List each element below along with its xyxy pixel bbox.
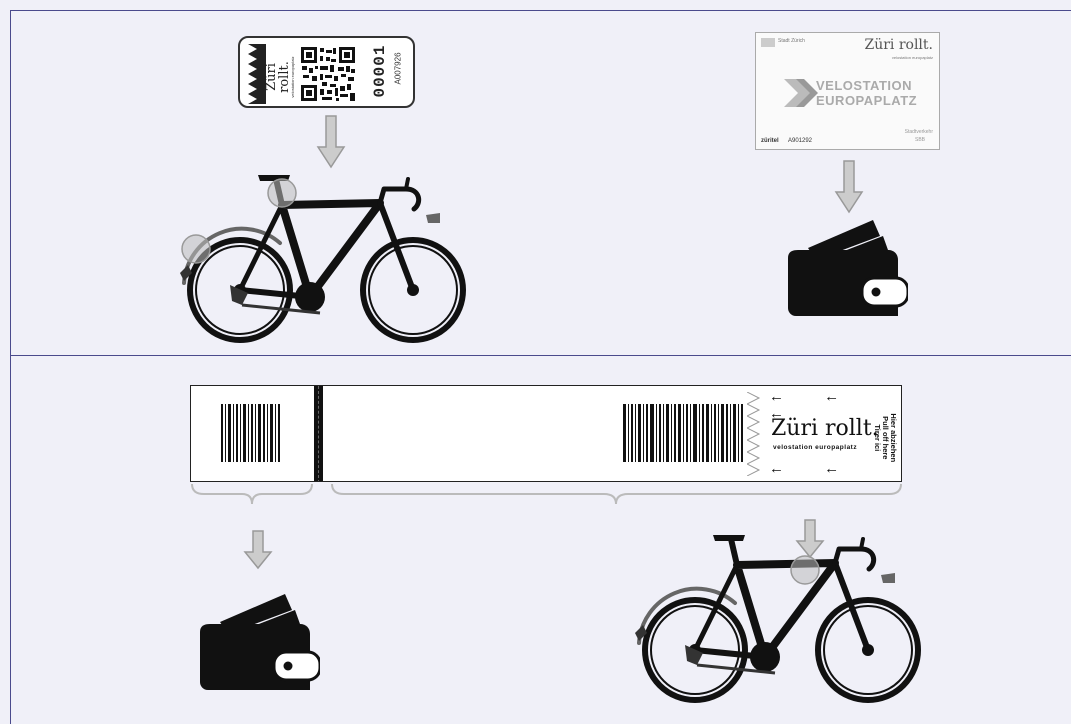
card-footer-brand: züritel (761, 138, 779, 144)
ticket-instructions: Hier abziehen Pull off here Tirer ici (867, 390, 901, 478)
qr-tag-number: 00001 (371, 41, 389, 101)
down-arrow-icon (834, 160, 864, 215)
instruction-line: Hier abziehen (889, 394, 897, 482)
card-brand: Züri rollt. (864, 37, 933, 53)
card-subtitle: velostation europaplatz (892, 55, 933, 60)
ticket-subtitle: velostation europaplatz (773, 444, 857, 451)
card-title-line1: VELOSTATION (816, 78, 912, 93)
qr-tag-subtitle: velostation europaplatz (291, 47, 295, 107)
brace-right (330, 482, 903, 506)
perforation-dots (318, 386, 320, 482)
brace-left (190, 482, 315, 506)
card-logo-mark (761, 38, 775, 47)
bicycle-with-tag-icon (170, 165, 470, 350)
ticket-brand: Züri rollt. (771, 416, 879, 441)
instruction-line: Pull off here (881, 394, 889, 482)
barcode-left (221, 404, 281, 462)
qr-code (300, 46, 356, 102)
velostation-logo-icon (784, 77, 818, 109)
wallet-icon (200, 586, 320, 698)
down-arrow-icon (316, 115, 346, 170)
card-number: A901292 (788, 138, 812, 144)
card-header: Stadt Zürich (778, 38, 805, 44)
qr-tag-sticker: Züri rollt. velostation europaplatz 0000… (238, 36, 415, 108)
bicycle-with-ticket-icon (625, 525, 925, 710)
card-footer-right-line2: SBB (915, 137, 925, 143)
qr-tag-brand: Züri rollt. (265, 47, 291, 107)
qr-tag-number-block: 00001 A007926 (360, 38, 412, 106)
qr-tag-brand-block: Züri rollt. velostation europaplatz (266, 38, 294, 106)
barcode-right (623, 404, 743, 462)
card-footer-right-line1: Stadtverkehr (905, 129, 933, 135)
instruction-line: Tirer ici (873, 394, 881, 482)
card-title-line2: EUROPAPLATZ (816, 93, 917, 108)
ticket-strip: ← ← ← ← ← ← Züri rollt. velostation euro… (190, 385, 902, 482)
velostation-card: Stadt Zürich Züri rollt. velostation eur… (755, 32, 940, 150)
triangle-border-pattern (747, 392, 761, 476)
qr-tag-code: A007926 (394, 39, 403, 99)
down-arrow-icon (243, 530, 273, 570)
wallet-icon (788, 218, 908, 318)
